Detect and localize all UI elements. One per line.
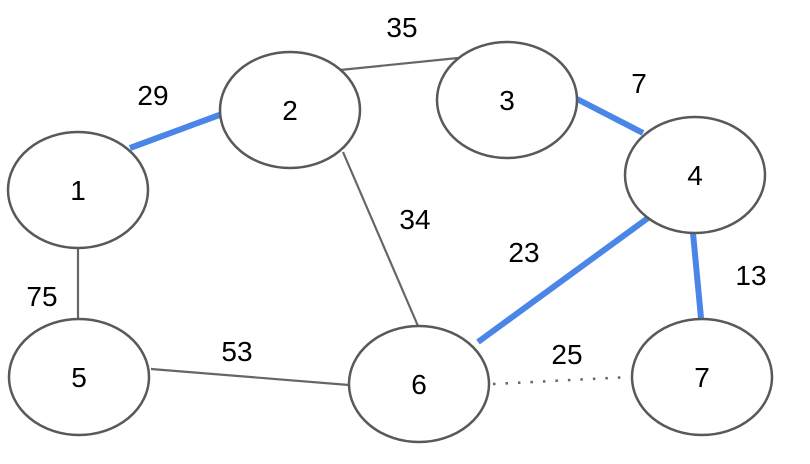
graph-node-5[interactable]: 5: [7, 317, 151, 437]
graph-node-7[interactable]: 7: [630, 317, 774, 437]
node-ellipse-5[interactable]: [7, 317, 151, 437]
graph-edge-6-7[interactable]: [492, 375, 631, 386]
node-ellipse-4[interactable]: [623, 115, 767, 235]
graph-edge-2-3[interactable]: [339, 56, 459, 72]
node-ellipse-3[interactable]: [435, 40, 579, 160]
node-label-6: 6: [411, 369, 427, 400]
edge-weight-label-2-3: 35: [386, 12, 417, 43]
edge-weight-label-5-6: 53: [221, 336, 252, 367]
node-label-7: 7: [694, 362, 710, 393]
node-label-1: 1: [70, 175, 86, 206]
edge-weight-label-1-5: 75: [26, 281, 57, 312]
node-ellipse-7[interactable]: [630, 317, 774, 437]
node-ellipse-1[interactable]: [6, 130, 150, 250]
edge-weight-label-4-7: 13: [735, 260, 766, 291]
node-label-3: 3: [499, 85, 515, 116]
graph-edge-5-6[interactable]: [150, 367, 350, 387]
graph-edge-2-6[interactable]: [341, 151, 420, 327]
edge-weight-label-6-7: 25: [551, 339, 582, 370]
edge-weight-label-1-2: 29: [137, 80, 168, 111]
graph-node-2[interactable]: 2: [218, 50, 362, 170]
node-label-4: 4: [687, 160, 703, 191]
node-ellipse-6[interactable]: [347, 324, 491, 444]
graph-node-6[interactable]: 6: [347, 324, 491, 444]
graph-edge-4-7[interactable]: [690, 232, 704, 319]
graph-node-3[interactable]: 3: [435, 40, 579, 160]
node-label-5: 5: [71, 362, 87, 393]
graph-edge-4-6[interactable]: [476, 215, 650, 345]
edge-weight-label-4-6: 23: [508, 237, 539, 268]
graph-node-1[interactable]: 1: [6, 130, 150, 250]
node-ellipse-2[interactable]: [218, 50, 362, 170]
graph-edge-3-4[interactable]: [575, 96, 645, 136]
graph-edge-1-2[interactable]: [128, 111, 224, 151]
graph-node-4[interactable]: 4: [623, 115, 767, 235]
edge-weight-label-3-4: 7: [631, 68, 647, 99]
edge-weight-label-2-6: 34: [399, 204, 430, 235]
node-label-2: 2: [282, 95, 298, 126]
